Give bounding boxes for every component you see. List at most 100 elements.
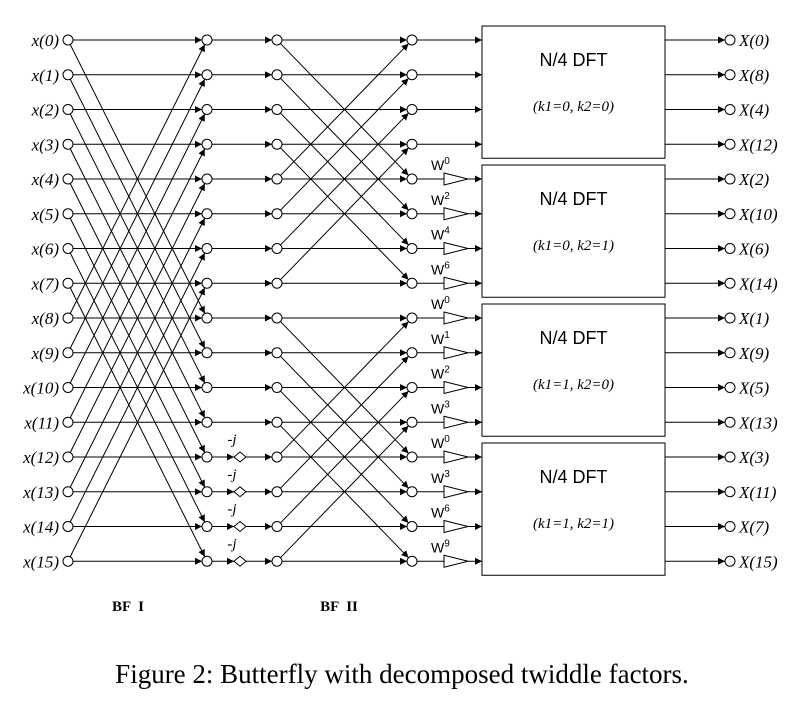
- output-label: X(8): [738, 66, 770, 85]
- input-label: x(4): [31, 170, 60, 189]
- bf1-node: [201, 555, 213, 567]
- twiddle-triangle: [443, 554, 469, 568]
- bf2-node: [271, 104, 283, 115]
- stage2-out-node: [406, 138, 418, 150]
- bf2-node: [271, 69, 283, 81]
- bf1-node: [201, 69, 213, 81]
- bf1-node: [201, 243, 213, 254]
- output-label: X(7): [738, 518, 770, 537]
- input-node: [62, 208, 74, 220]
- input-node: [62, 416, 74, 428]
- twiddle-label: W0: [431, 156, 450, 173]
- bf1-node: [201, 382, 213, 393]
- twiddle-triangle: [443, 172, 469, 186]
- bf2-node: [271, 173, 283, 185]
- stage2-out-node: [406, 416, 418, 428]
- input-label: x(14): [22, 518, 59, 537]
- input-label: x(2): [31, 101, 60, 120]
- wires: [69, 36, 725, 565]
- twiddle-triangle: [443, 241, 469, 256]
- output-node: [724, 451, 736, 463]
- output-node: [724, 416, 736, 428]
- bf1-node: [201, 104, 213, 115]
- stage2-out-node: [406, 208, 418, 220]
- stage2-out-node: [406, 555, 418, 567]
- bf1-node: [201, 416, 213, 428]
- bf2-wire: [280, 112, 409, 246]
- stage2-out-node: [406, 382, 418, 393]
- output-label: X(3): [738, 448, 770, 467]
- bf2-node: [271, 555, 283, 567]
- input-node: [62, 347, 74, 359]
- twiddle-label: W1: [431, 330, 450, 347]
- output-label: X(14): [738, 274, 778, 293]
- j-multiplier-diamond: [233, 555, 247, 567]
- twiddle-label: W2: [431, 191, 450, 208]
- dft-block: [481, 25, 666, 159]
- input-label: x(8): [31, 309, 60, 328]
- input-label: x(1): [31, 66, 60, 85]
- dft-block-title: N/4 DFT: [539, 50, 607, 70]
- output-node: [724, 347, 736, 359]
- bf1-node: [201, 486, 213, 498]
- twiddle-triangle: [443, 519, 469, 534]
- input-label: x(11): [23, 413, 59, 432]
- twiddle-triangle: [443, 346, 469, 360]
- output-label: X(15): [738, 552, 778, 571]
- output-label: X(11): [738, 483, 777, 502]
- stage-label-bf1: BF I: [112, 599, 144, 615]
- input-label: x(13): [22, 483, 59, 502]
- output-node: [724, 208, 736, 220]
- bf2-wire: [280, 425, 409, 559]
- output-label: X(1): [738, 309, 770, 328]
- bf2-node: [271, 34, 283, 46]
- input-node: [62, 277, 74, 289]
- j-multiplier-diamond: [233, 486, 247, 498]
- input-node: [62, 243, 74, 254]
- twiddle-label: W6: [431, 260, 450, 277]
- input-node: [62, 555, 74, 567]
- stage2-out-node: [406, 347, 418, 359]
- output-label: X(12): [738, 135, 778, 154]
- dft-block-params: (k1=0, k2=1): [533, 238, 614, 254]
- twiddle-label: W4: [431, 226, 450, 243]
- dft-block-params: (k1=1, k2=0): [533, 377, 614, 393]
- bf2-node: [271, 521, 283, 532]
- stage-label-bf2: BF II: [320, 599, 358, 615]
- input-node: [62, 69, 74, 81]
- stage2-out-node: [406, 277, 418, 289]
- stage2-out-node: [406, 243, 418, 254]
- dft-block-title: N/4 DFT: [539, 328, 607, 348]
- input-node: [62, 486, 74, 498]
- bf2-node: [271, 277, 283, 289]
- twiddle-triangle: [443, 450, 469, 464]
- bf2-wire: [280, 147, 409, 281]
- input-node: [62, 521, 74, 532]
- input-label: x(7): [31, 274, 60, 293]
- input-node: [62, 34, 74, 46]
- bf1-node: [201, 277, 213, 289]
- j-multiplier-diamond: [233, 520, 247, 533]
- j-multiplier-diamond: [233, 451, 247, 463]
- output-node: [724, 277, 736, 289]
- stage2-out-node: [406, 34, 418, 46]
- stage2-out-node: [406, 521, 418, 532]
- stage2-out-node: [406, 104, 418, 115]
- input-label: x(15): [22, 552, 59, 571]
- bf2-node: [271, 243, 283, 254]
- input-label: x(12): [22, 448, 59, 467]
- bf2-node: [271, 138, 283, 150]
- dft-block-params: (k1=1, k2=1): [533, 516, 614, 532]
- input-node: [62, 312, 74, 324]
- bf1-wire: [69, 252, 206, 523]
- bf1-node: [201, 451, 213, 463]
- bf1-node: [201, 208, 213, 220]
- output-label: X(13): [738, 413, 778, 432]
- stage2-out-node: [406, 312, 418, 324]
- bf1-wire: [69, 183, 206, 453]
- output-node: [724, 69, 736, 81]
- dft-block: [481, 164, 666, 298]
- output-node: [724, 382, 736, 393]
- input-node: [62, 104, 74, 115]
